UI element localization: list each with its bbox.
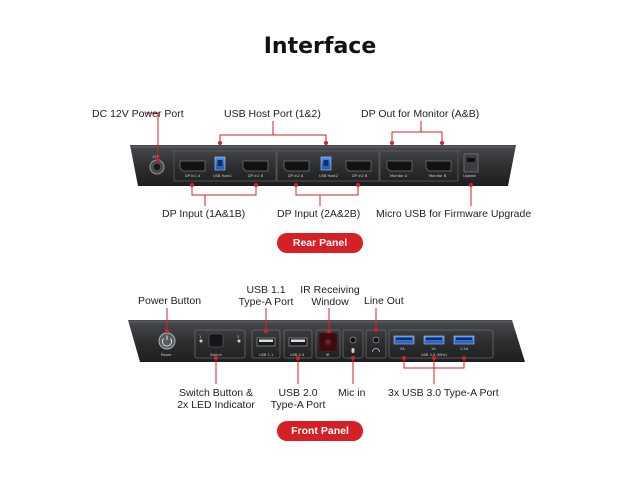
- callout-switch: Switch Button & 2x LED Indicator: [166, 387, 266, 411]
- usb30-b-label: 1A: [431, 347, 436, 351]
- usb-host1-label: USB Host1: [213, 174, 232, 178]
- usb11-port: [256, 337, 276, 347]
- callout-ir-line1: IR Receiving: [300, 284, 360, 296]
- usb20-port: [288, 337, 308, 347]
- dp-1a-label: DP In1 A: [185, 174, 201, 178]
- rear-power-label: 12V: [152, 155, 160, 159]
- usb20-label: USB 2.0: [290, 353, 305, 357]
- usb-host2-label: USB Host2: [319, 174, 338, 178]
- monitor-a-label: Monitor A: [390, 174, 408, 178]
- callout-micro-usb: Micro USB for Firmware Upgrade: [376, 208, 532, 220]
- rear-panel-device: 12V DP In1 A USB Host1 DP In1 B DP In2 A…: [130, 145, 516, 186]
- monitor-a-port: [386, 160, 413, 172]
- ir-label: IR: [326, 353, 330, 357]
- usb30-a-label: 5A: [400, 347, 405, 351]
- callout-usb-host: USB Host Port (1&2): [224, 108, 321, 120]
- switch-box: [194, 329, 246, 359]
- led1-label: 1: [199, 335, 201, 339]
- usb30-c-label: 1.5A: [460, 347, 469, 351]
- dp-2a-label: DP In2 A: [288, 174, 304, 178]
- callout-usb30: 3x USB 3.0 Type-A Port: [388, 387, 499, 399]
- callout-ir: IR Receiving Window: [293, 284, 367, 308]
- callout-usb20-line2: Type-A Port: [270, 399, 326, 411]
- line-out-jack: [372, 336, 380, 344]
- dp-2b-label: DP In2 B: [352, 174, 368, 178]
- usb30-port-3: [453, 335, 475, 345]
- usb30-port-2: [423, 335, 445, 345]
- led2-label: 2: [237, 335, 239, 339]
- usb30-group-label: USB 3.0 (MHz): [421, 353, 447, 357]
- update-label: Update: [463, 174, 477, 178]
- usb11-label: USB 1.1: [259, 353, 273, 357]
- dp-1b-label: DP In1 B: [248, 174, 264, 178]
- callout-dp-input-1: DP Input (1A&1B): [162, 208, 246, 220]
- power-button-shape: [158, 332, 176, 350]
- front-leader-lines: [166, 308, 465, 384]
- micro-usb-port: [463, 153, 479, 173]
- front-power-label: Power: [161, 353, 172, 357]
- callout-mic-in: Mic in: [338, 387, 366, 399]
- callout-usb11: USB 1.1 Type-A Port: [228, 284, 304, 308]
- mic-jack: [349, 336, 357, 344]
- callout-usb20-line1: USB 2.0: [278, 387, 318, 399]
- callout-usb11-line2: Type-A Port: [238, 296, 294, 308]
- rear-leader-lines: [146, 112, 472, 206]
- usb30-port-1: [393, 335, 415, 345]
- callout-dp-out: DP Out for Monitor (A&B): [361, 108, 480, 120]
- callout-usb11-line1: USB 1.1: [246, 284, 286, 296]
- page-title: Interface: [263, 34, 377, 59]
- dp-in-1a-port: [179, 160, 206, 172]
- callout-dp-input-2: DP Input (2A&2B): [277, 208, 361, 220]
- switch-button-shape: [208, 333, 224, 348]
- usb-host2-port: [320, 156, 332, 171]
- monitor-b-port: [425, 160, 452, 172]
- usb-host1-port: [214, 156, 226, 171]
- callout-switch-line2: 2x LED Indicator: [177, 399, 255, 411]
- callout-power-button: Power Button: [138, 295, 202, 307]
- rear-panel-badge: Rear Panel: [277, 233, 363, 253]
- dp-in-2a-port: [283, 160, 310, 172]
- front-panel-badge: Front Panel: [277, 421, 363, 441]
- callout-usb20: USB 2.0 Type-A Port: [262, 387, 334, 411]
- callout-line-out: Line Out: [364, 295, 404, 307]
- monitor-b-label: Monitor B: [429, 174, 447, 178]
- callout-ir-line2: Window: [311, 296, 349, 308]
- front-panel-device: Power 1 2 Switch USB 1.1 USB 2.0 IR 5: [128, 320, 525, 362]
- callout-dc-power: DC 12V Power Port: [92, 108, 184, 120]
- callout-switch-line1: Switch Button &: [178, 387, 254, 399]
- switch-label: Switch: [210, 353, 222, 357]
- dp-in-1b-port: [242, 160, 269, 172]
- dp-in-2b-port: [345, 160, 372, 172]
